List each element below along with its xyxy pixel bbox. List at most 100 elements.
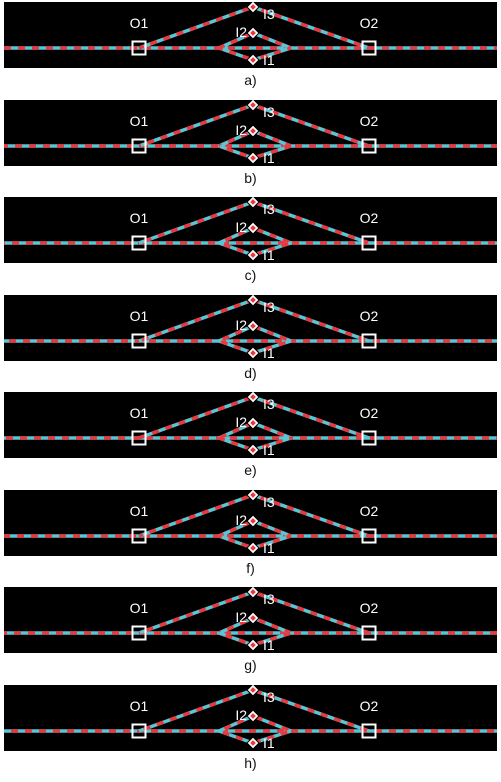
route-o1-i2 [218,324,254,343]
route-o1-i1 [218,46,254,62]
route-o1-i2 [218,226,254,245]
route-o1-i2 [218,129,254,148]
route-o1-i3 [138,688,254,733]
route-i2-o2 [252,324,292,343]
route-i1-o2 [252,631,292,647]
route-o1-i3 [138,5,254,50]
route-i1-o2 [252,144,292,160]
node-i3-label: I3 [263,494,275,510]
node-i1-label: I1 [263,150,275,166]
route-i1-o2 [252,241,292,257]
route-i2-o2 [252,616,292,635]
node-o1-label: O1 [130,698,149,714]
node-i2-label: I2 [235,609,247,625]
route-o1-i2 [218,519,254,538]
node-o2-marker [361,430,377,446]
node-o2-label: O2 [360,113,379,129]
node-o1-marker [131,138,147,154]
node-i2-label: I2 [235,707,247,723]
panel-label: c) [244,267,257,283]
panel-label: d) [244,365,257,381]
node-i3-label: I3 [263,104,275,120]
node-o2-marker [361,40,377,56]
route-i3-o2 [252,395,370,440]
node-i3-label: I3 [263,689,275,705]
node-i3-label: I3 [263,299,275,315]
panel-label: g) [244,657,257,673]
node-i2-label: I2 [235,219,247,235]
node-o1-marker [131,40,147,56]
node-o1-marker [131,723,147,739]
node-o2-label: O2 [360,210,379,226]
route-i1-o2 [252,339,292,355]
route-o1-i2 [218,421,254,440]
panel-label: a) [244,72,257,88]
route-o1-i1 [218,436,254,452]
route-o1-i2 [218,31,254,50]
route-i2-o2 [252,421,292,440]
node-i3-label: I3 [263,591,275,607]
node-i2-label: I2 [235,512,247,528]
node-i2-label: I2 [235,24,247,40]
route-o1-i2 [218,714,254,733]
route-i3-o2 [252,5,370,50]
route-i2-o2 [252,31,292,50]
route-i2-o2 [252,129,292,148]
route-o1-i3 [138,590,254,635]
node-o1-marker [131,528,147,544]
node-o2-marker [361,333,377,349]
node-i1-label: I1 [263,735,275,751]
node-o1-label: O1 [130,210,149,226]
route-o1-i1 [218,729,254,745]
route-o1-i1 [218,241,254,257]
route-o1-i1 [218,534,254,550]
node-o2-label: O2 [360,600,379,616]
route-o1-i3 [138,493,254,538]
node-o1-marker [131,625,147,641]
node-o2-label: O2 [360,15,379,31]
node-o1-label: O1 [130,308,149,324]
node-o1-marker [131,430,147,446]
route-o1-i1 [218,144,254,160]
route-i3-o2 [252,688,370,733]
route-i3-o2 [252,298,370,343]
node-o2-marker [361,528,377,544]
route-i2-o2 [252,226,292,245]
node-o2-label: O2 [360,503,379,519]
node-o1-label: O1 [130,113,149,129]
route-i3-o2 [252,493,370,538]
node-i2-label: I2 [235,122,247,138]
node-i1-label: I1 [263,247,275,263]
panel-label: e) [244,462,257,478]
route-o1-i2 [218,616,254,635]
node-i1-label: I1 [263,540,275,556]
node-o2-label: O2 [360,698,379,714]
node-o2-label: O2 [360,405,379,421]
node-o1-label: O1 [130,15,149,31]
route-o1-i1 [218,631,254,647]
node-o1-label: O1 [130,600,149,616]
node-o2-marker [361,723,377,739]
node-o1-marker [131,333,147,349]
node-o2-marker [361,138,377,154]
route-o1-i1 [218,339,254,355]
node-i1-label: I1 [263,442,275,458]
node-i3-label: I3 [263,6,275,22]
route-o1-i3 [138,200,254,245]
node-i1-label: I1 [263,345,275,361]
node-o1-marker [131,235,147,251]
